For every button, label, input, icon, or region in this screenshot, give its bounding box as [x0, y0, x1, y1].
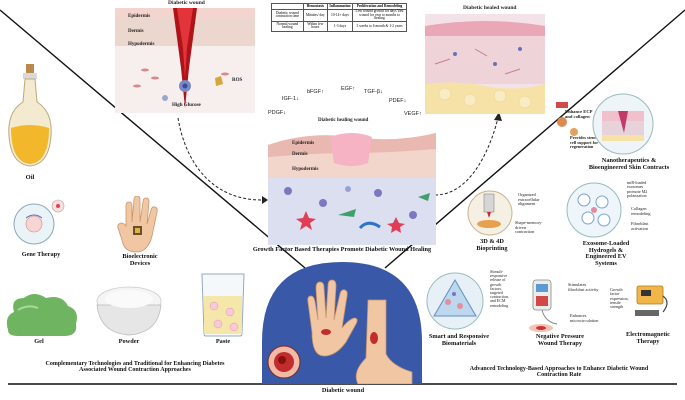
powder-bowl-icon — [96, 286, 162, 336]
growth-factor-vegf: VEGF↑ — [404, 111, 422, 117]
growth-factor-egf: EGF↑ — [341, 86, 356, 92]
wound-phase-comparison-table: Hemostasis Inflammation Proliferation an… — [271, 3, 407, 32]
growth-factor-tgfb: TGF-β↓ — [364, 89, 383, 95]
powder-label: Powder — [118, 338, 140, 345]
diabetic-healing-wound-label: Diabetic healing wound — [318, 118, 369, 123]
growth-factor-exp-label: Growth factor expression, tensile streng… — [610, 287, 629, 310]
nanotherapeutics-label: Nanotherapeutics & Bioengineered Skin Co… — [588, 157, 670, 171]
growth-factor-bfgf: bFGF↑ — [307, 89, 324, 95]
complementary-caption: Complementary Technologies and Tradition… — [45, 361, 225, 374]
electromagnetic-label: Electromagnetic Therapy — [626, 331, 670, 345]
stimuli-label: Stimuli- responsive release of growth fa… — [490, 269, 509, 308]
table-row: Normal wound healing Within few hours 1-… — [271, 21, 407, 32]
diabetic-wound-cross-section — [115, 8, 255, 113]
oil-label: Oil — [25, 174, 35, 181]
nanotherapeutics-icon — [592, 93, 654, 155]
dermis-label: Dermis — [128, 29, 144, 34]
growth-factor-pdgf: PDGF↓ — [268, 110, 287, 116]
npwt-label: Negative Pressure Wound Therapy — [535, 333, 585, 347]
growth-factor-pdef: PDEF↓ — [389, 98, 407, 104]
hypodermis-label: Hypodermis — [128, 42, 155, 47]
table-cell: Normal wound healing — [271, 21, 304, 32]
bioelectronic-hand-icon — [117, 196, 158, 253]
table-row: Diabetic wound contraction time Minutes/… — [271, 8, 407, 23]
diabetic-healed-wound-label: Diabetic healed wound — [463, 5, 517, 11]
enhance-ecp-label: Enhance ECP and collagen — [565, 109, 593, 119]
mid-dermis-label: Dermis — [292, 152, 308, 157]
table-cell: 1-3 days — [326, 21, 354, 32]
diabetic-healed-wound-cross-section — [425, 14, 545, 114]
diabetic-healing-wound-cross-section — [268, 133, 436, 245]
table-cell: Within few hours — [302, 21, 328, 32]
high-glucose-label: High Glucose — [172, 103, 201, 108]
bioprinting-label: 3D & 4D Bioprinting — [476, 238, 508, 252]
provides-stem-label: Provides stem cell support for regenerat… — [570, 135, 599, 149]
exosome-label: Exosome-Loaded Hydrogels & Engineered EV… — [582, 240, 630, 267]
fibroblast-label: Fibroblast activation — [631, 221, 649, 231]
bioprinting-icon — [467, 190, 513, 236]
diabetic-wound-top-label: Diabetic wound — [168, 0, 205, 6]
fibroblast-activity-label: Stimulates fibroblast activity — [568, 282, 599, 292]
collagen-remodel-label: Collagen remodeling — [631, 206, 651, 216]
mid-hypodermis-label: Hypodermis — [292, 167, 319, 172]
shape-memory-label: Shape-memory- driven contraction — [515, 220, 543, 234]
growth-factor-igf1: IGF-1↓ — [282, 96, 299, 102]
table-cell: Low wound growth for days Vast wound for… — [352, 8, 407, 23]
ros-label: ROS — [232, 78, 243, 83]
bioelectronic-label: Bioelectronic Devices — [122, 253, 158, 267]
mid-epidermis-label: Epidermis — [292, 141, 315, 146]
advanced-caption: Advanced Technology-Based Approaches to … — [469, 366, 649, 379]
smart-label: Smart and Responsive Biomaterials — [428, 333, 490, 347]
enhance-ecp-icons — [556, 102, 578, 136]
diabetic-foot-dome — [262, 262, 422, 384]
paste-label: Paste — [215, 338, 231, 345]
table-cell: Minutes/ day — [302, 8, 328, 23]
table-cell: 10-14+ days — [326, 8, 354, 23]
gel-label: Gel — [34, 338, 44, 345]
growth-factor-title: Growth Factor Based Therapies Promote Di… — [252, 246, 432, 253]
gel-icon — [6, 294, 78, 336]
epidermis-label: Epidermis — [128, 14, 151, 19]
gene-therapy-label: Gene Therapy — [21, 251, 61, 258]
electromagnetic-device-icon — [635, 285, 668, 316]
paste-beaker-icon — [201, 273, 245, 337]
table-cell: Diabetic wound contraction time — [271, 8, 304, 23]
gene-therapy-icon — [13, 199, 65, 245]
enhances-micro-label: Enhances microcirculation — [570, 313, 599, 323]
smart-biomaterials-icon — [426, 272, 484, 330]
oil-bottle-icon — [8, 64, 52, 167]
organized-ecm-label: Organized extracellular alignment — [518, 192, 540, 206]
mirna-label: miR-loaded exosomes promote M2 polarizat… — [627, 180, 648, 198]
diabetic-wound-bottom-label: Diabetic wound — [321, 387, 365, 394]
table-cell: 3 weeks to 6 month & 1-2 years — [352, 21, 407, 32]
exosome-hydrogel-icon — [566, 182, 622, 238]
npwt-device-icon — [529, 279, 558, 332]
